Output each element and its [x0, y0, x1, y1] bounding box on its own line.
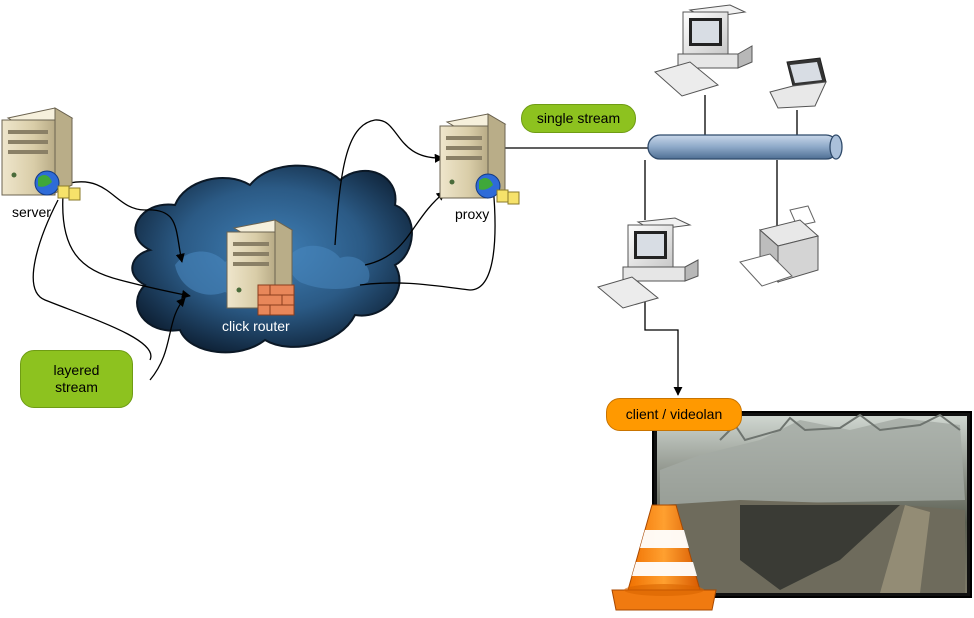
- laptop-icon: [769, 57, 827, 109]
- connection-router-to-proxy-mid: [364, 191, 446, 266]
- layered-stream-badge: layered stream: [20, 350, 133, 408]
- connection-router-to-proxy-top: [334, 119, 444, 246]
- client-videolan-badge: client / videolan: [606, 398, 742, 431]
- proxy-label: proxy: [455, 206, 490, 222]
- server-label: server: [12, 204, 51, 220]
- vlc-cone-icon: [611, 504, 717, 611]
- client-computer-icon: [596, 217, 699, 309]
- connection-client-to-video: [644, 290, 683, 396]
- router-server-icon: [226, 219, 294, 309]
- video-frame: [652, 411, 972, 598]
- printer-icon: [739, 205, 820, 287]
- connection-server-loop-left: [32, 199, 152, 361]
- proxy-server-icon: [439, 113, 507, 199]
- proxy-globe-icon: [475, 173, 520, 205]
- connection-server-to-router-upper: [69, 181, 185, 263]
- connection-server-to-router-lower: [62, 194, 191, 299]
- network-bus-icon: [644, 95, 843, 228]
- connection-router-to-proxy-bottom: [359, 184, 499, 291]
- desktop-computer-icon: [653, 4, 753, 97]
- firewall-icon: [257, 284, 295, 316]
- connection-badge-to-router: [149, 297, 186, 381]
- single-stream-badge: single stream: [521, 104, 636, 133]
- globe-icon: [34, 170, 81, 201]
- click-router-label: click router: [222, 318, 290, 334]
